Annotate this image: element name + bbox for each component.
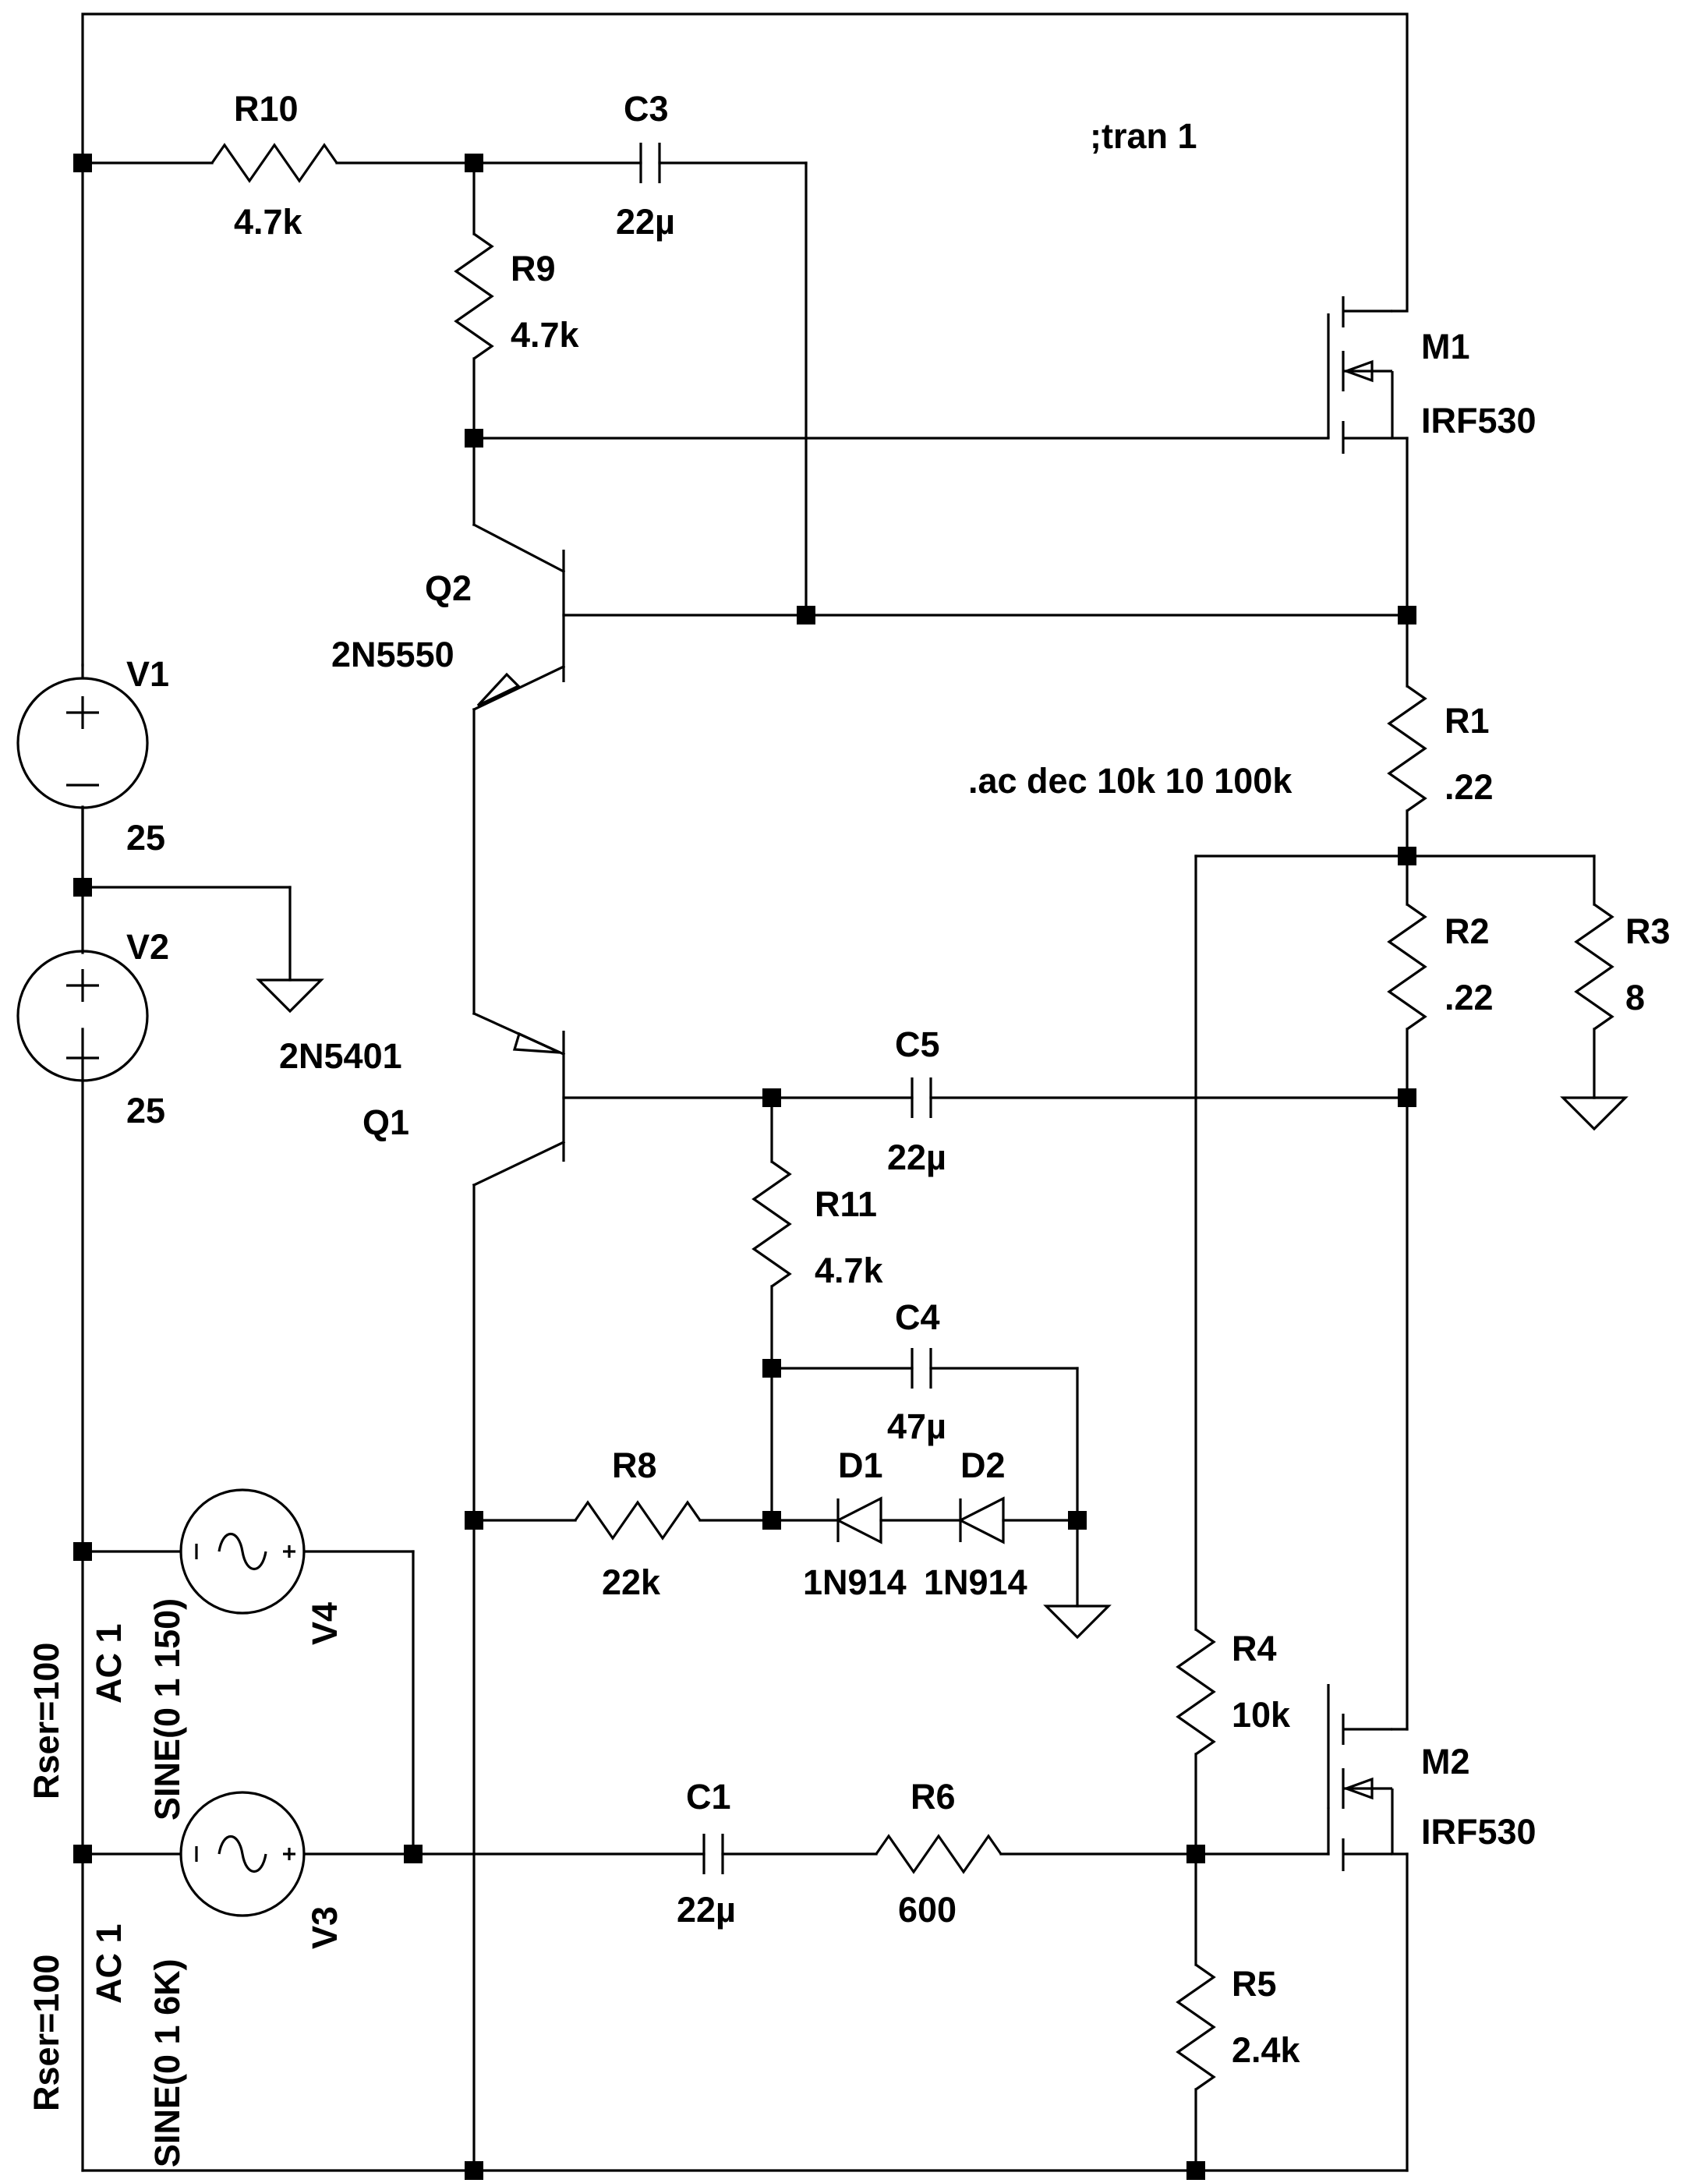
label-r11-value: 4.7k — [815, 1251, 884, 1290]
label-q2-value: 2N5550 — [331, 635, 454, 674]
label-c5-value: 22µ — [887, 1137, 946, 1177]
label-r3-value: 8 — [1625, 978, 1645, 1017]
label-r11-name: R11 — [815, 1184, 877, 1224]
label-c5-name: C5 — [895, 1024, 940, 1064]
label-r6-value: 600 — [898, 1890, 957, 1930]
label-r1-name: R1 — [1445, 701, 1490, 741]
label-m1-name: M1 — [1421, 327, 1470, 366]
label-r9-value: 4.7k — [511, 315, 580, 355]
label-r1-value: .22 — [1445, 767, 1494, 807]
mosfet-m2 — [1327, 1684, 1394, 1871]
resistor-r2 — [1387, 903, 1427, 1031]
resistor-r1 — [1387, 685, 1427, 812]
label-r4-value: 10k — [1232, 1695, 1291, 1735]
dc-source-v1 — [16, 663, 149, 889]
resistor-r5 — [1176, 1963, 1216, 2091]
label-r10-name: R10 — [234, 89, 299, 129]
label-c3-name: C3 — [624, 89, 669, 129]
label-r10-value: 4.7k — [234, 202, 303, 242]
diode-d2 — [957, 1496, 1005, 1544]
ac-source-v3 — [179, 1791, 306, 1917]
transistor-q1 — [512, 1031, 565, 1162]
label-c4-name: C4 — [895, 1297, 940, 1337]
label-r5-value: 2.4k — [1232, 2030, 1301, 2070]
label-d2-value: 1N914 — [924, 1562, 1027, 1602]
label-v4-name: V4 — [305, 1602, 345, 1645]
junction-dots — [73, 154, 1416, 2180]
label-r5-name: R5 — [1232, 1964, 1277, 2004]
resistor-r4 — [1176, 1628, 1216, 1756]
label-v4-rser: Rser=100 — [27, 1643, 66, 1799]
resistor-r6 — [875, 1834, 1003, 1874]
component-labels: R10 4.7k C3 22µ R9 4.7k M1 IRF530 Q2 2N5… — [27, 89, 1671, 2167]
ac-source-v4 — [179, 1488, 306, 1615]
resistor-r11 — [751, 1160, 792, 1288]
label-m2-value: IRF530 — [1421, 1812, 1536, 1852]
label-r2-name: R2 — [1445, 911, 1490, 951]
label-q1-value: 2N5401 — [279, 1036, 402, 1076]
resistor-r9 — [454, 232, 494, 360]
capacitor-c1 — [702, 1834, 724, 1874]
resistor-r8 — [574, 1500, 702, 1541]
dc-source-v2 — [16, 886, 149, 1082]
mosfet-m1 — [1327, 296, 1394, 454]
label-v4-value: SINE(0 1 150) — [147, 1598, 187, 1820]
transistor-q2 — [476, 550, 565, 707]
label-r8-value: 22k — [602, 1562, 661, 1602]
label-v1-value: 25 — [126, 818, 165, 858]
label-c4-value: 47µ — [887, 1406, 946, 1446]
label-d2-name: D2 — [960, 1445, 1006, 1485]
label-c3-value: 22µ — [616, 202, 675, 242]
capacitor-c4 — [911, 1348, 932, 1389]
label-d1-value: 1N914 — [803, 1562, 907, 1602]
label-v3-rser: Rser=100 — [27, 1955, 66, 2111]
diode-d1 — [835, 1496, 882, 1544]
capacitor-c3 — [639, 143, 661, 183]
directive-ac: .ac dec 10k 10 100k — [968, 761, 1292, 801]
resistor-r3 — [1574, 903, 1614, 1031]
directive-tran: ;tran 1 — [1090, 116, 1197, 156]
ground-symbol — [1560, 1096, 1628, 1131]
wires — [81, 12, 1596, 2172]
label-q2-name: Q2 — [425, 568, 472, 608]
label-v1-name: V1 — [126, 654, 169, 694]
label-v4-ac: AC 1 — [89, 1623, 129, 1704]
label-m1-value: IRF530 — [1421, 401, 1536, 440]
label-v3-ac: AC 1 — [89, 1923, 129, 2004]
label-c1-value: 22µ — [677, 1890, 736, 1930]
label-r8-name: R8 — [612, 1445, 657, 1485]
label-c1-name: C1 — [686, 1777, 731, 1817]
label-r4-name: R4 — [1232, 1629, 1277, 1668]
label-d1-name: D1 — [838, 1445, 883, 1485]
label-m2-name: M2 — [1421, 1742, 1470, 1781]
label-v3-value: SINE(0 1 6K) — [147, 1958, 187, 2167]
label-v2-value: 25 — [126, 1091, 165, 1130]
label-r6-name: R6 — [911, 1777, 956, 1817]
ground-symbol — [1043, 1605, 1112, 1640]
label-r3-name: R3 — [1625, 911, 1671, 951]
label-r9-name: R9 — [511, 249, 556, 288]
label-v2-name: V2 — [126, 927, 169, 967]
label-v3-name: V3 — [305, 1906, 345, 1949]
ground-symbol — [256, 978, 324, 1014]
label-r2-value: .22 — [1445, 978, 1494, 1017]
capacitor-c5 — [911, 1077, 932, 1118]
resistor-r10 — [210, 143, 338, 183]
label-q1-name: Q1 — [362, 1102, 409, 1142]
